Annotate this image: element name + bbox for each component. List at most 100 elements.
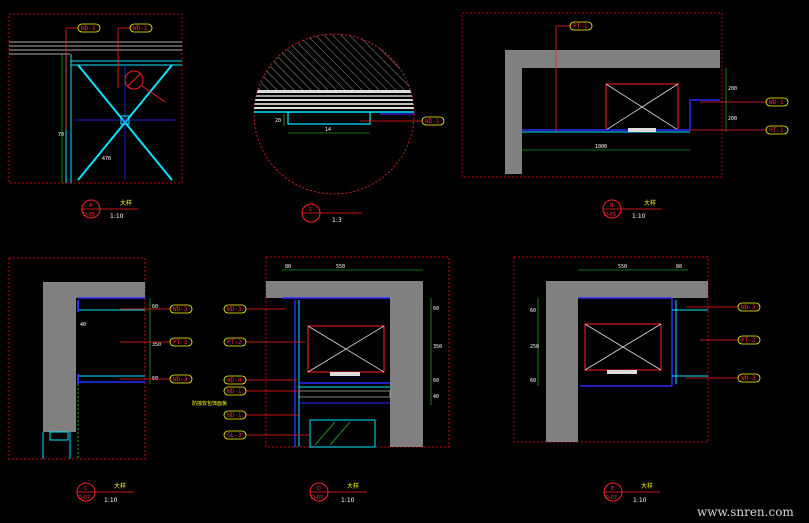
material-tag-label: WD-1 — [133, 25, 148, 32]
layer — [254, 95, 414, 97]
callout-scale: 1:10 — [104, 497, 118, 504]
callout-letter: A — [89, 203, 93, 209]
light-box-cross — [605, 83, 679, 131]
detail-a: 70 470 WD-1 WD-1 — [8, 13, 183, 184]
callout-b: 1 1:3 — [301, 203, 362, 224]
dim-value: 550 — [618, 264, 627, 270]
glass-panel — [309, 419, 376, 448]
material-tag — [223, 386, 247, 396]
dim-value: 80 — [285, 264, 291, 270]
board-profile — [287, 112, 371, 125]
dim-value: 40 — [433, 394, 439, 400]
callout-scale: 1:10 — [632, 213, 646, 220]
material-tag-label: PT-1 — [573, 23, 588, 30]
callout-f: E D-07 大样 1:10 — [603, 482, 660, 504]
dim-value: 350 — [433, 344, 442, 350]
layer — [254, 99, 414, 101]
material-tag-label: WD-1 — [227, 388, 242, 395]
wall-hatch — [254, 34, 414, 90]
detail-c: 1000 200 200 PT-1 WD-1 PT-1 — [461, 12, 789, 178]
material-note: 防撞软包饰面板 — [192, 400, 227, 407]
detail-frame — [461, 12, 723, 178]
material-tag-label: WD-1 — [81, 25, 96, 32]
callout-sheet: D-07 — [311, 495, 323, 501]
material-tag-label: WD-3 — [741, 375, 756, 382]
callout-sheet: D-07 — [605, 495, 617, 501]
material-tag-label: WD-3 — [227, 306, 242, 313]
material-tag — [737, 373, 761, 383]
dim-value: 60 — [152, 304, 158, 310]
dim-value: 70 — [58, 132, 64, 138]
callout-title: 大样 — [347, 482, 359, 490]
center-node — [120, 115, 130, 125]
dim-value: 200 — [728, 116, 737, 122]
leader-line — [141, 85, 166, 103]
dim-value: 20 — [275, 118, 281, 124]
material-tag-label: PT-2 — [741, 337, 756, 344]
dim-value: 60 — [530, 378, 536, 384]
callout-title: 大样 — [120, 199, 132, 207]
callout-e: D D-07 大样 1:10 — [309, 482, 367, 504]
material-tag-label: PT-2 — [227, 339, 242, 346]
material-tag — [765, 97, 789, 107]
detail-frame — [8, 13, 183, 184]
callout-d: C D-07 大样 1:10 — [76, 482, 134, 504]
callout-letter: D — [317, 486, 321, 492]
material-tag — [169, 374, 193, 384]
callout-title: 大样 — [644, 199, 656, 207]
section-mark — [127, 73, 141, 87]
detail-e: 80 550 60 350 60 40 WD-3 PT-2 WD-4 WD-1 … — [192, 256, 450, 448]
dim-value: 60 — [530, 308, 536, 314]
material-tag-label: WD-3 — [173, 376, 188, 383]
dim-value: 350 — [152, 342, 161, 348]
material-tag-label: WD-1 — [227, 412, 242, 419]
callout-c: B D-05 大样 1:10 — [602, 199, 662, 220]
light-box-cross — [584, 323, 662, 371]
material-tag-label: WD-3 — [741, 304, 756, 311]
dim-value: 80 — [676, 264, 682, 270]
light-box-cross — [307, 325, 385, 373]
material-tag-label: PT-1 — [769, 127, 784, 134]
detail-d: 60 350 60 40 WD-3 PT-2 WD-3 — [8, 257, 193, 460]
callout-sheet: D-05 — [83, 212, 95, 218]
callout-a: A D-05 大样 1:10 — [81, 199, 138, 220]
soft-pack-strip — [298, 390, 391, 398]
material-tag — [169, 304, 193, 314]
ceiling-board — [522, 99, 720, 131]
material-tag — [569, 21, 593, 31]
material-tag — [223, 410, 247, 420]
base-block — [49, 431, 69, 441]
material-tag — [737, 302, 761, 312]
dim-value: 250 — [530, 344, 539, 350]
callout-title: 大样 — [641, 482, 653, 490]
material-tag-label: GL-3 — [227, 432, 242, 439]
detail-frame — [513, 256, 709, 443]
section-circle — [124, 70, 144, 90]
material-tag — [129, 23, 153, 33]
callout-scale: 1:10 — [110, 213, 124, 220]
detail-frame — [8, 257, 146, 460]
material-tag-label: WD-1 — [425, 118, 440, 125]
callout-letter: E — [611, 486, 614, 492]
trim — [330, 372, 360, 376]
dim-value: 470 — [102, 156, 111, 162]
glass-hatch — [314, 421, 336, 446]
material-tag-label: WD-3 — [173, 306, 188, 313]
material-tag — [77, 23, 101, 33]
material-tag — [169, 337, 193, 347]
layer — [254, 107, 414, 109]
material-tag — [223, 337, 247, 347]
detail-f: 550 80 60 250 60 WD-3 PT-2 WD-3 — [513, 256, 761, 443]
callout-scale: 1:3 — [332, 217, 342, 224]
wall-section — [266, 281, 423, 447]
trim — [628, 128, 656, 132]
watermark: www.snren.com — [697, 505, 794, 519]
material-tag-label: WD-4 — [227, 377, 242, 384]
material-tag — [421, 116, 445, 126]
callout-scale: 1:10 — [633, 497, 647, 504]
callout-sheet: D-05 — [604, 212, 616, 218]
wall-section — [546, 281, 708, 442]
dim-value: 1000 — [595, 144, 607, 150]
material-tag — [737, 335, 761, 345]
